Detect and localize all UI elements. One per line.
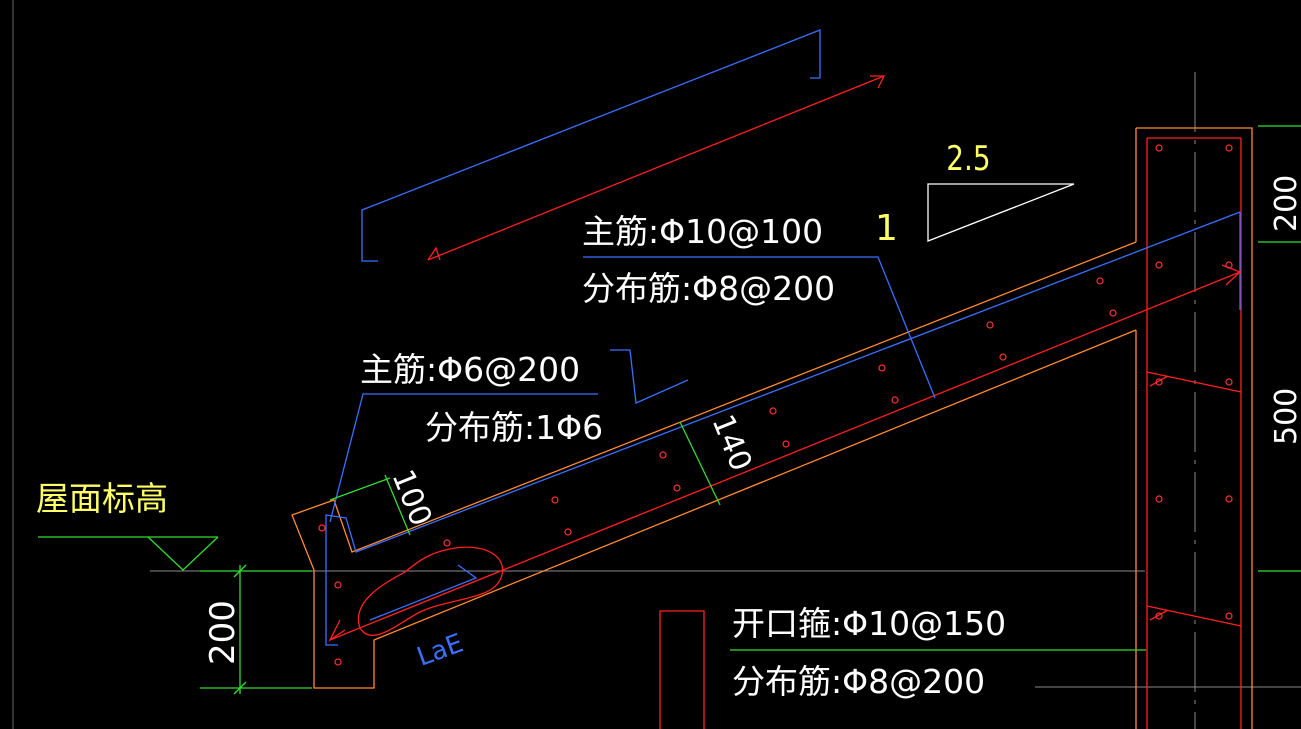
dimension-lines (200, 125, 1301, 695)
main-rebar-eave-text: 主筋:Φ6@200 (360, 350, 580, 389)
slab-outline (291, 127, 1253, 729)
dist-rebar-bottom-text: 分布筋:Φ8@200 (732, 662, 985, 701)
dim-200-left-text: 200 (203, 600, 243, 665)
slope-triangle (927, 183, 1075, 242)
slab-rebar-red (328, 264, 1242, 642)
slope-rise-text: 1 (875, 208, 898, 249)
dist-rebar-top-text: 分布筋:Φ8@200 (582, 269, 835, 308)
dim-140-text: 140 (705, 410, 759, 476)
anchor-length-text: LaE (413, 628, 467, 672)
main-rebar-top-text: 主筋:Φ10@100 (582, 212, 823, 251)
lower-beam-outline (659, 610, 705, 729)
slope-run-text: 2.5 (946, 139, 990, 178)
column-rebar-red (1146, 137, 1242, 729)
detached-top-rebar-red (427, 75, 886, 261)
leader-lines-blue (329, 256, 936, 523)
dist-rebar-eave-text: 分布筋:1Φ6 (425, 408, 603, 447)
roof-elevation-marker (38, 536, 219, 571)
detached-top-rebar-blue (361, 29, 821, 262)
detached-eave-rebar-blue (610, 349, 689, 404)
dim-500-right-text: 500 (1269, 388, 1301, 445)
slab-rebar-blue (325, 211, 1241, 646)
roof-elevation-text: 屋面标高 (36, 479, 168, 518)
anchorage-markup-cloud (357, 546, 504, 636)
dim-200-right-text: 200 (1269, 175, 1301, 232)
dim-100-text: 100 (385, 465, 439, 531)
reference-lines (150, 72, 1301, 729)
open-stirrup-text: 开口箍:Φ10@150 (732, 604, 1006, 643)
rebar-dots (318, 144, 1233, 666)
